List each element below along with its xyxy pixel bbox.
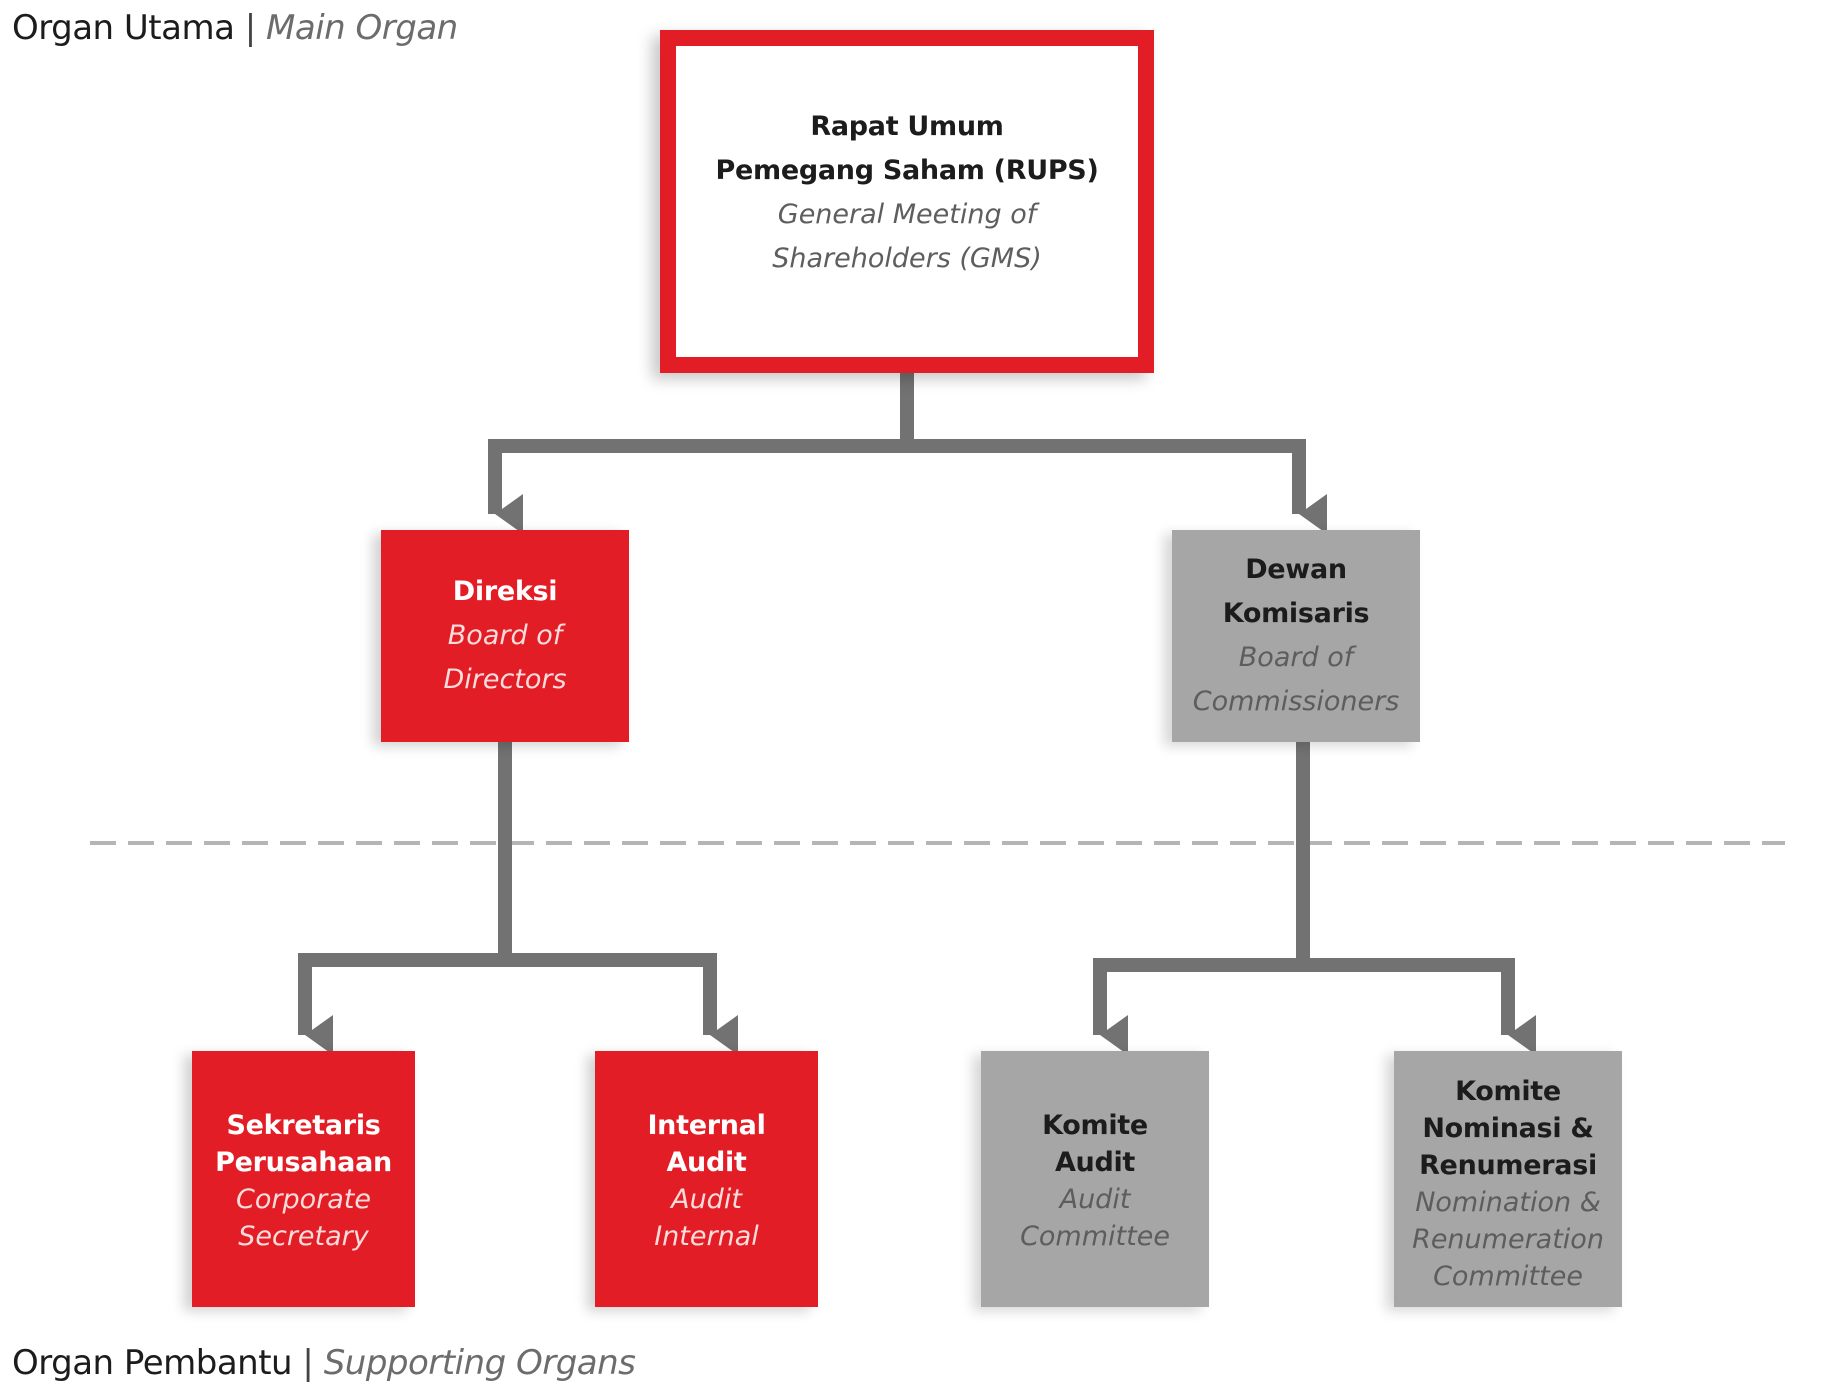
- dewan-label-en-line2: Commissioners: [1192, 686, 1400, 717]
- komite-nominasi-label-en-line3: Committee: [1433, 1261, 1583, 1292]
- connector-rups-to-dewan: [907, 439, 1327, 534]
- internal-audit-label-id-line1: Internal: [647, 1110, 766, 1141]
- main-organ-label-separator: |: [244, 8, 256, 48]
- komite-nominasi-label-id-line2: Nominasi &: [1422, 1113, 1594, 1144]
- supporting-organs-label-id: Organ Pembantu: [12, 1343, 293, 1383]
- supporting-organs-section-label: Organ Pembantu | Supporting Organs: [12, 1343, 636, 1383]
- main-organ-section-label: Organ Utama | Main Organ: [12, 8, 458, 48]
- main-organ-label-en: Main Organ: [266, 8, 458, 48]
- connector-direksi-to-sekretaris: [298, 742, 512, 1055]
- sekretaris-label-en-line2: Secretary: [238, 1221, 369, 1252]
- dewan-label-en-line1: Board of: [1238, 642, 1354, 673]
- node-sekretaris-perusahaan: Sekretaris Perusahaan Corporate Secretar…: [192, 1051, 415, 1307]
- node-rups: Rapat Umum Pemegang Saham (RUPS) General…: [660, 30, 1154, 373]
- supporting-organs-label-en: Supporting Organs: [323, 1343, 636, 1383]
- node-internal-audit: Internal Audit Audit Internal: [595, 1051, 818, 1307]
- sekretaris-label-id-line2: Perusahaan: [215, 1147, 392, 1178]
- direksi-label-en-line1: Board of: [447, 620, 563, 651]
- komite-nominasi-label-en-line1: Nomination &: [1415, 1187, 1601, 1218]
- connector-dewan-to-komite-nominasi: [1303, 958, 1536, 1055]
- internal-audit-label-en-line2: Internal: [654, 1221, 759, 1252]
- node-komite-nominasi-renumerasi: Komite Nominasi & Renumerasi Nomination …: [1394, 1051, 1622, 1307]
- komite-nominasi-label-id-line1: Komite: [1455, 1076, 1561, 1107]
- sekretaris-label-id-line1: Sekretaris: [226, 1110, 381, 1141]
- komite-audit-label-en-line2: Committee: [1020, 1221, 1170, 1252]
- supporting-organs-label-separator: |: [302, 1343, 314, 1383]
- main-organ-label-id: Organ Utama: [12, 8, 235, 48]
- internal-audit-label-en-line1: Audit: [671, 1184, 742, 1215]
- internal-audit-label-id-line2: Audit: [666, 1147, 747, 1178]
- dewan-label-id-line2: Komisaris: [1222, 598, 1370, 629]
- dewan-label-id-line1: Dewan: [1245, 554, 1347, 585]
- connector-dewan-to-komite-audit: [1093, 742, 1310, 1055]
- connector-rups-to-direksi: [488, 373, 914, 534]
- node-direksi: Direksi Board of Directors: [381, 530, 629, 742]
- komite-audit-label-id-line1: Komite: [1042, 1110, 1148, 1141]
- connector-direksi-to-internal-audit: [505, 953, 738, 1055]
- komite-nominasi-label-en-line2: Renumeration: [1412, 1224, 1604, 1255]
- sekretaris-label-en-line1: Corporate: [236, 1184, 371, 1215]
- direksi-label-id-line1: Direksi: [452, 576, 558, 607]
- rups-label-id-line2: Pemegang Saham (RUPS): [715, 154, 1099, 186]
- node-dewan-komisaris: Dewan Komisaris Board of Commissioners: [1172, 530, 1420, 742]
- rups-label-id-line1: Rapat Umum: [810, 110, 1004, 142]
- komite-audit-label-en-line1: Audit: [1059, 1184, 1131, 1215]
- rups-label-en-line2: Shareholders (GMS): [772, 242, 1042, 274]
- komite-audit-label-id-line2: Audit: [1054, 1147, 1136, 1178]
- komite-nominasi-label-id-line3: Renumerasi: [1419, 1150, 1597, 1181]
- rups-label-en-line1: General Meeting of: [777, 198, 1037, 230]
- node-komite-audit: Komite Audit Audit Committee: [981, 1051, 1209, 1307]
- direksi-label-en-line2: Directors: [443, 664, 567, 695]
